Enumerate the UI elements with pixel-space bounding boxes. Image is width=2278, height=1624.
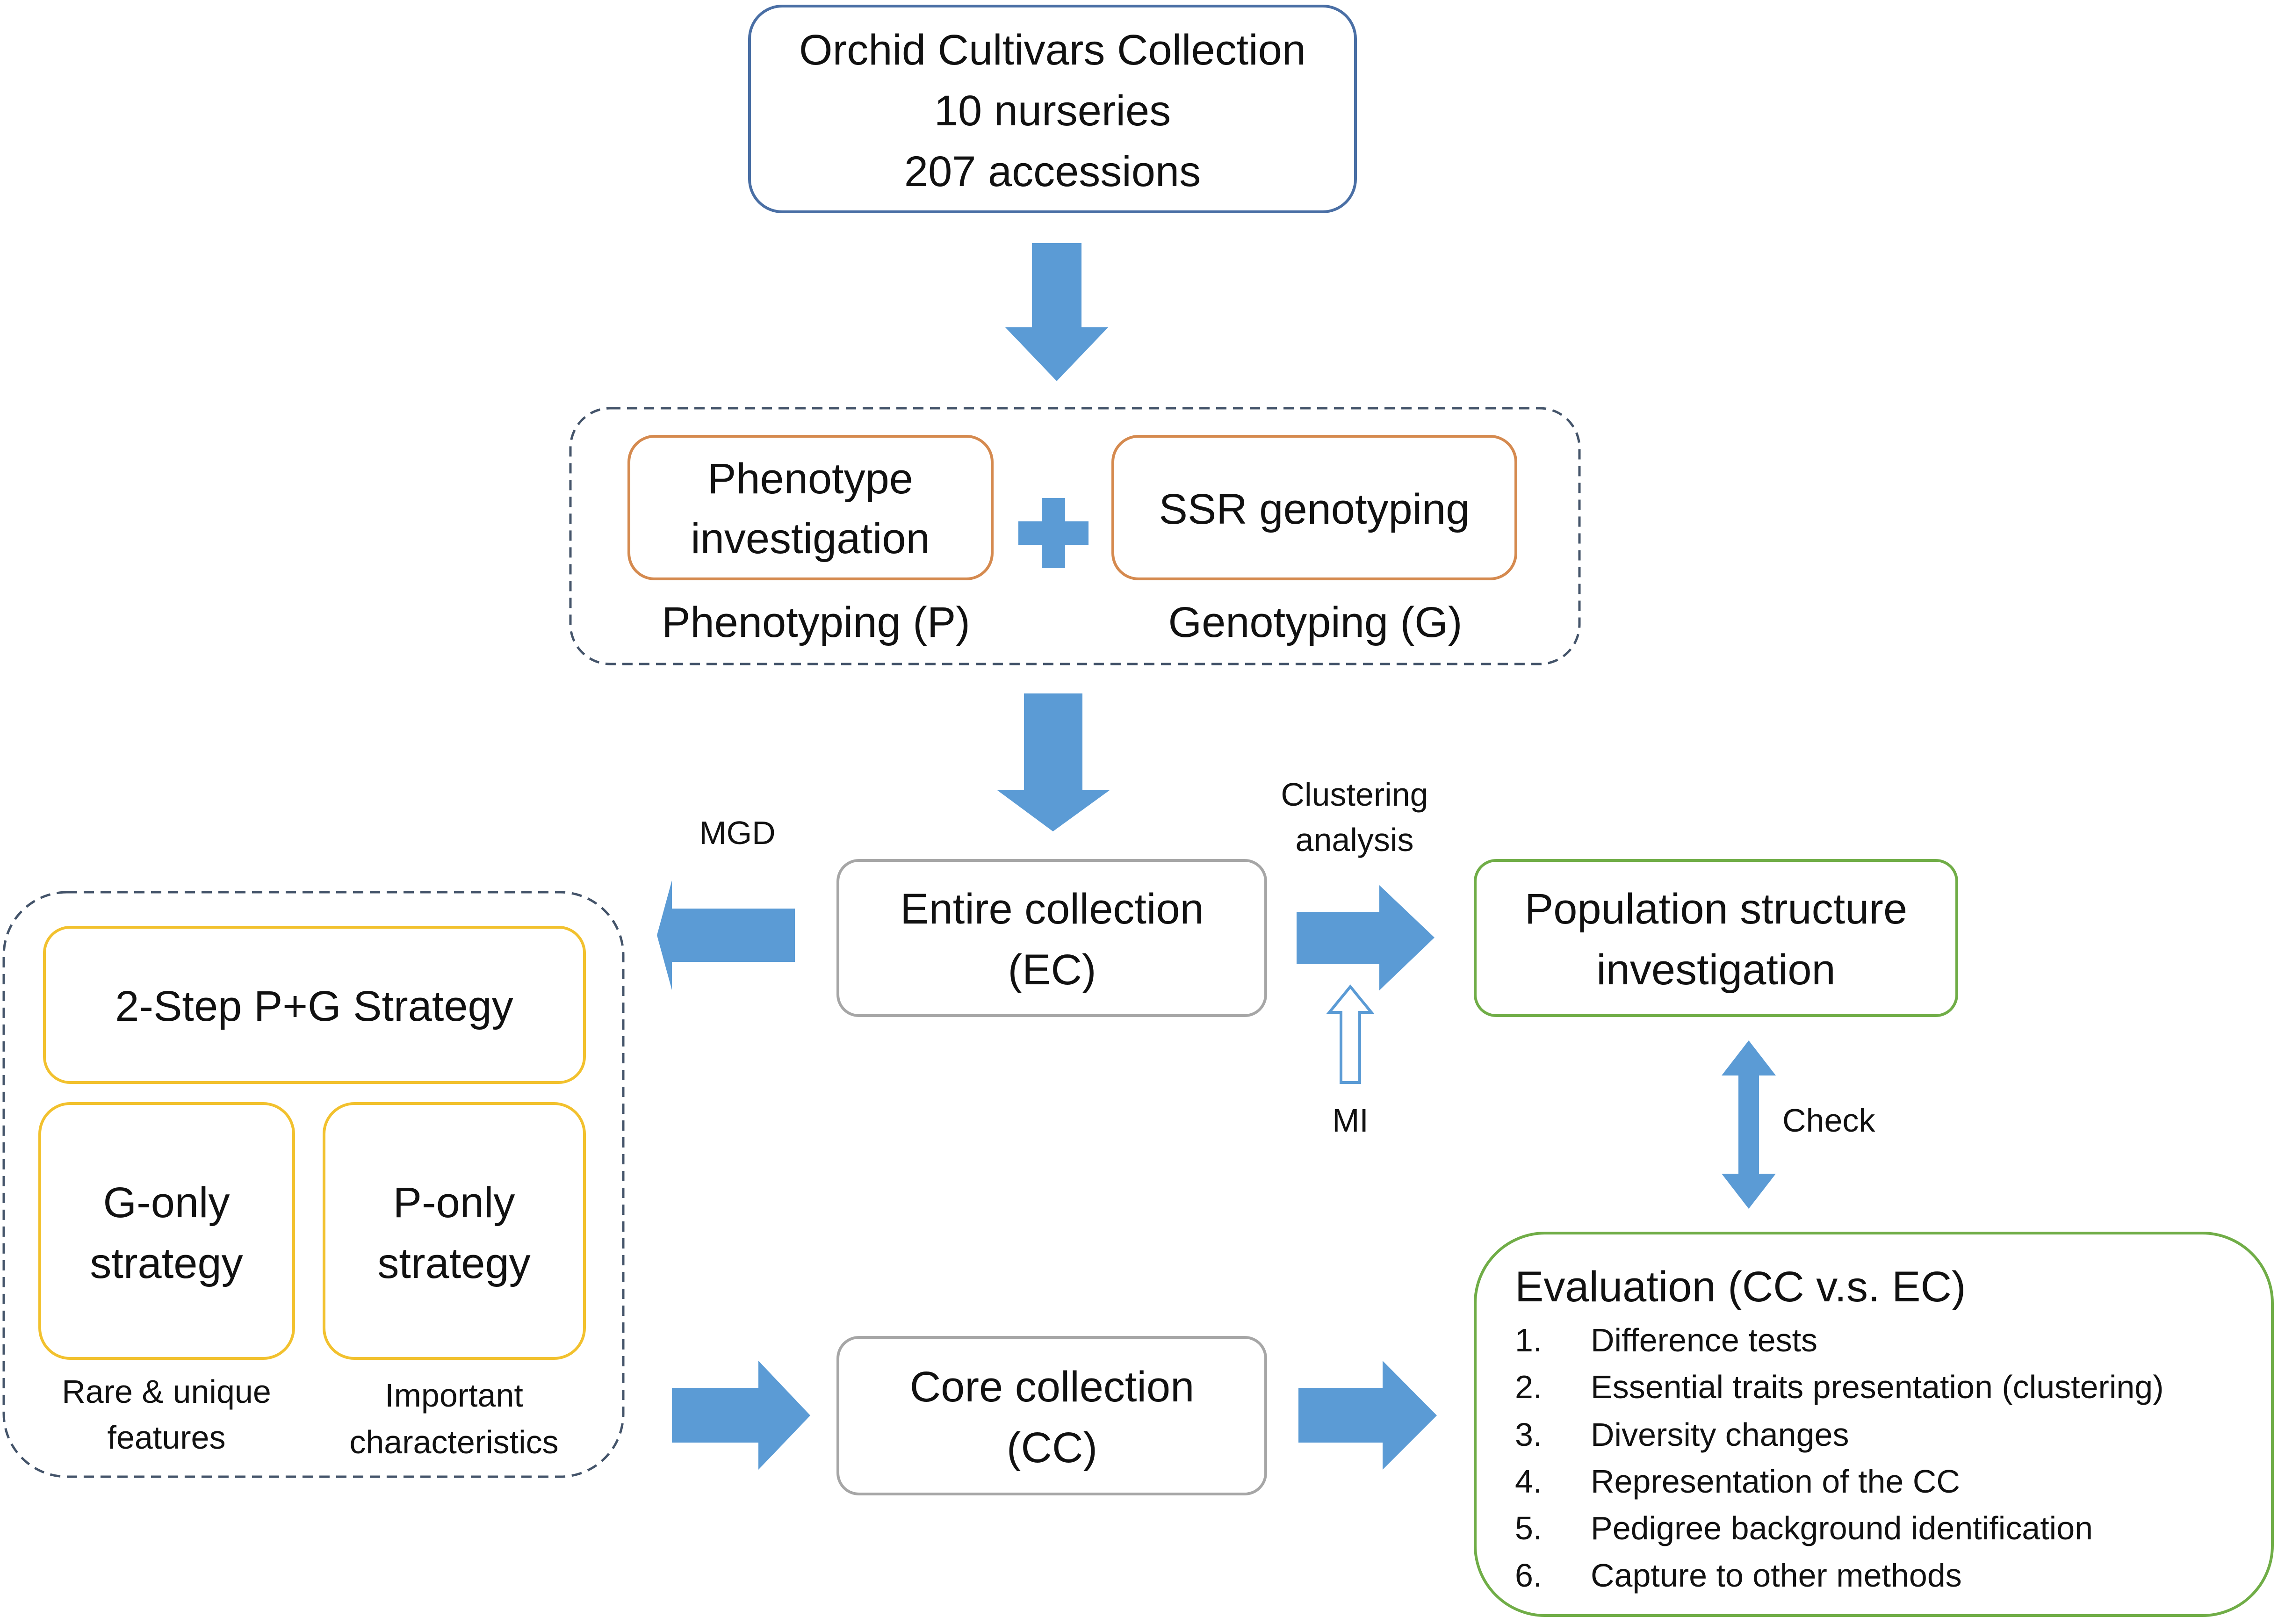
phenotyping-genotyping-group [569, 407, 1581, 665]
arrow-double-check [1722, 1040, 1776, 1209]
g-only-line1: G-only [103, 1179, 230, 1227]
evaluation-item-number: 4. [1515, 1463, 1542, 1500]
arrow-down-2 [997, 693, 1110, 831]
evaluation-item-text: Capture to other methods [1591, 1557, 1962, 1594]
entire-collection-line2: (EC) [1008, 946, 1096, 994]
ssr-genotyping-box [1111, 435, 1517, 580]
phenotype-investigation-box [627, 435, 994, 580]
arrow-left-mgd [657, 881, 795, 990]
arrow-down-1 [1005, 243, 1108, 381]
evaluation-item-text: Diversity changes [1591, 1416, 1849, 1453]
evaluation-item-text: Representation of the CC [1591, 1463, 1960, 1500]
arrow-right-clustering [1297, 885, 1435, 990]
collection-title: Orchid Cultivars Collection [799, 26, 1306, 74]
arrow-right-core [672, 1361, 810, 1470]
phenotype-box-line2: investigation [691, 515, 930, 563]
arrow-right-evaluation [1298, 1361, 1437, 1470]
p-only-caption-line2: characteristics [349, 1424, 558, 1460]
two-step-strategy-box [43, 926, 586, 1084]
strategy-group [2, 891, 625, 1478]
two-step-strategy-label: 2-Step P+G Strategy [115, 982, 513, 1030]
ssr-genotyping-label: SSR genotyping [1159, 485, 1470, 533]
collection-box [748, 5, 1357, 213]
evaluation-item-text: Difference tests [1591, 1322, 1817, 1358]
entire-collection-line1: Entire collection [900, 885, 1204, 933]
phenotype-box-line1: Phenotype [707, 455, 913, 503]
p-only-strategy-box [323, 1102, 586, 1360]
clustering-label-line1: Clustering [1281, 776, 1428, 813]
evaluation-box [1474, 1232, 2274, 1617]
arrow-up-mi [1326, 984, 1375, 1084]
accessions-count: 207 accessions [904, 148, 1201, 195]
g-only-strategy-box [38, 1102, 295, 1360]
evaluation-item-number: 1. [1515, 1322, 1542, 1358]
clustering-label-line2: analysis [1296, 822, 1414, 858]
g-only-caption-line1: Rare & unique [62, 1373, 271, 1410]
g-only-line2: strategy [90, 1240, 243, 1287]
p-only-caption-line1: Important [385, 1377, 523, 1414]
evaluation-item-text: Pedigree background identification [1591, 1510, 2093, 1546]
population-structure-box [1474, 859, 1958, 1017]
plus-icon [1018, 498, 1089, 568]
core-collection-line1: Core collection [910, 1363, 1195, 1411]
mgd-label: MGD [699, 815, 775, 851]
population-line2: investigation [1596, 946, 1835, 994]
evaluation-item-number: 6. [1515, 1557, 1542, 1594]
phenotyping-caption: Phenotyping (P) [662, 599, 970, 646]
evaluation-list: 1. Difference tests 2. Essential traits … [1515, 1322, 2164, 1594]
mi-label: MI [1332, 1102, 1369, 1139]
check-label: Check [1782, 1102, 1875, 1139]
evaluation-item-number: 3. [1515, 1416, 1542, 1453]
p-only-line2: strategy [377, 1240, 530, 1287]
evaluation-title: Evaluation (CC v.s. EC) [1515, 1263, 1966, 1311]
entire-collection-box [836, 859, 1267, 1017]
evaluation-item-text: Essential traits presentation (clusterin… [1591, 1369, 2164, 1405]
g-only-caption-line2: features [108, 1419, 226, 1456]
core-collection-line2: (CC) [1007, 1424, 1097, 1472]
evaluation-item-number: 5. [1515, 1510, 1542, 1546]
evaluation-item-number: 2. [1515, 1369, 1542, 1405]
genotyping-caption: Genotyping (G) [1168, 599, 1463, 646]
nurseries-count: 10 nurseries [934, 87, 1171, 135]
population-line1: Population structure [1525, 885, 1907, 933]
p-only-line1: P-only [393, 1179, 515, 1227]
core-collection-box [836, 1336, 1267, 1495]
